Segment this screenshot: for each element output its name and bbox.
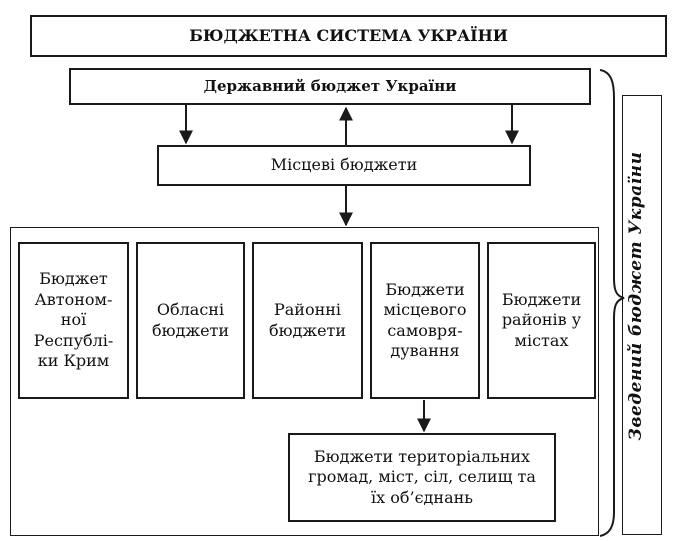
district-budgets-box: Районні бюджети xyxy=(252,242,363,399)
consolidated-budget-frame xyxy=(622,95,662,535)
local-budgets-frame xyxy=(10,227,599,536)
local-budgets-box: Місцеві бюджети xyxy=(157,145,531,186)
self-government-budgets-box: Бюджети місцевого самовря-дування xyxy=(370,242,480,399)
city-district-budgets-box: Бюджети районів у містах xyxy=(487,242,596,399)
consolidated-brace xyxy=(599,69,625,537)
community-budgets-box: Бюджети територіальних громад, міст, сіл… xyxy=(288,433,556,522)
regional-budgets-box: Обласні бюджети xyxy=(136,242,245,399)
crimea-budget-box: Бюджет Автоном-ної Республі-ки Крим xyxy=(18,242,129,399)
state-budget-box: Державний бюджет України xyxy=(69,68,591,105)
budget-system-title: БЮДЖЕТНА СИСТЕМА УКРАЇНИ xyxy=(30,15,667,57)
